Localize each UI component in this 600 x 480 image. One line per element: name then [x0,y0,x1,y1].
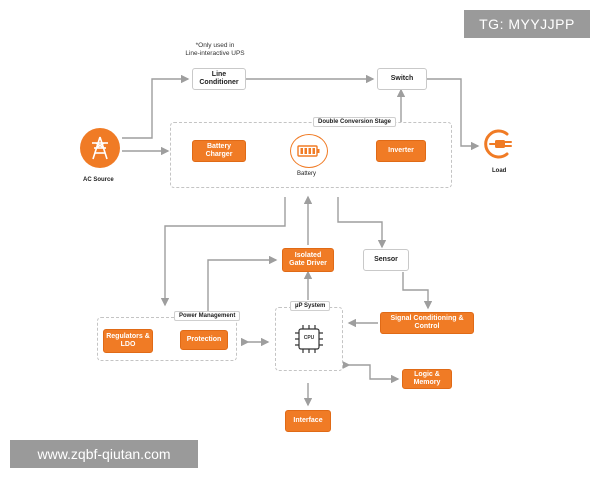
cpu-label: CPU [303,335,315,341]
watermark-bottom-left: www.zqbf-qiutan.com [10,440,198,468]
load-icon [481,126,517,162]
battery-icon [290,134,328,168]
line-interactive-note: *Only used in Line-interactive UPS [185,42,245,58]
load-label: Load [492,168,507,174]
arrow-sensor-to-signal [402,272,433,310]
line-conditioner-node: Line Conditioner [192,68,246,90]
arrow-stage-to-sensor [337,197,387,249]
switch-node: Switch [377,68,427,90]
interface-node: Interface [285,410,331,432]
inverter-node: Inverter [376,140,426,162]
arrow-ac-to-line-conditioner [122,74,190,139]
battery-charger-node: Battery Charger [192,140,246,162]
isolated-gate-driver-node: Isolated Gate Driver [282,248,334,272]
cpu-icon: CPU [292,322,326,356]
arrow-protection-to-gate-driver [207,255,278,330]
double-conversion-stage-label: Double Conversion Stage [313,117,397,127]
signal-conditioning-node: Signal Conditioning & Control [380,312,474,334]
up-system-label: µP System [290,301,331,311]
power-management-label: Power Management [174,311,241,321]
arrow-switch-to-load [427,78,480,151]
ac-source-icon [80,128,120,168]
battery-label: Battery [297,171,317,177]
logic-memory-node: Logic & Memory [402,369,452,389]
regulators-ldo-node: Regulators & LDO [103,329,153,353]
watermark-top-right: TG: MYYJJPP [464,10,590,38]
protection-node: Protection [180,330,228,350]
arrow-up-logic-bidirectional [342,360,400,384]
sensor-node: Sensor [363,249,409,271]
arrow-stage-to-power-management [160,197,286,307]
ac-source-label: AC Source [83,177,114,183]
